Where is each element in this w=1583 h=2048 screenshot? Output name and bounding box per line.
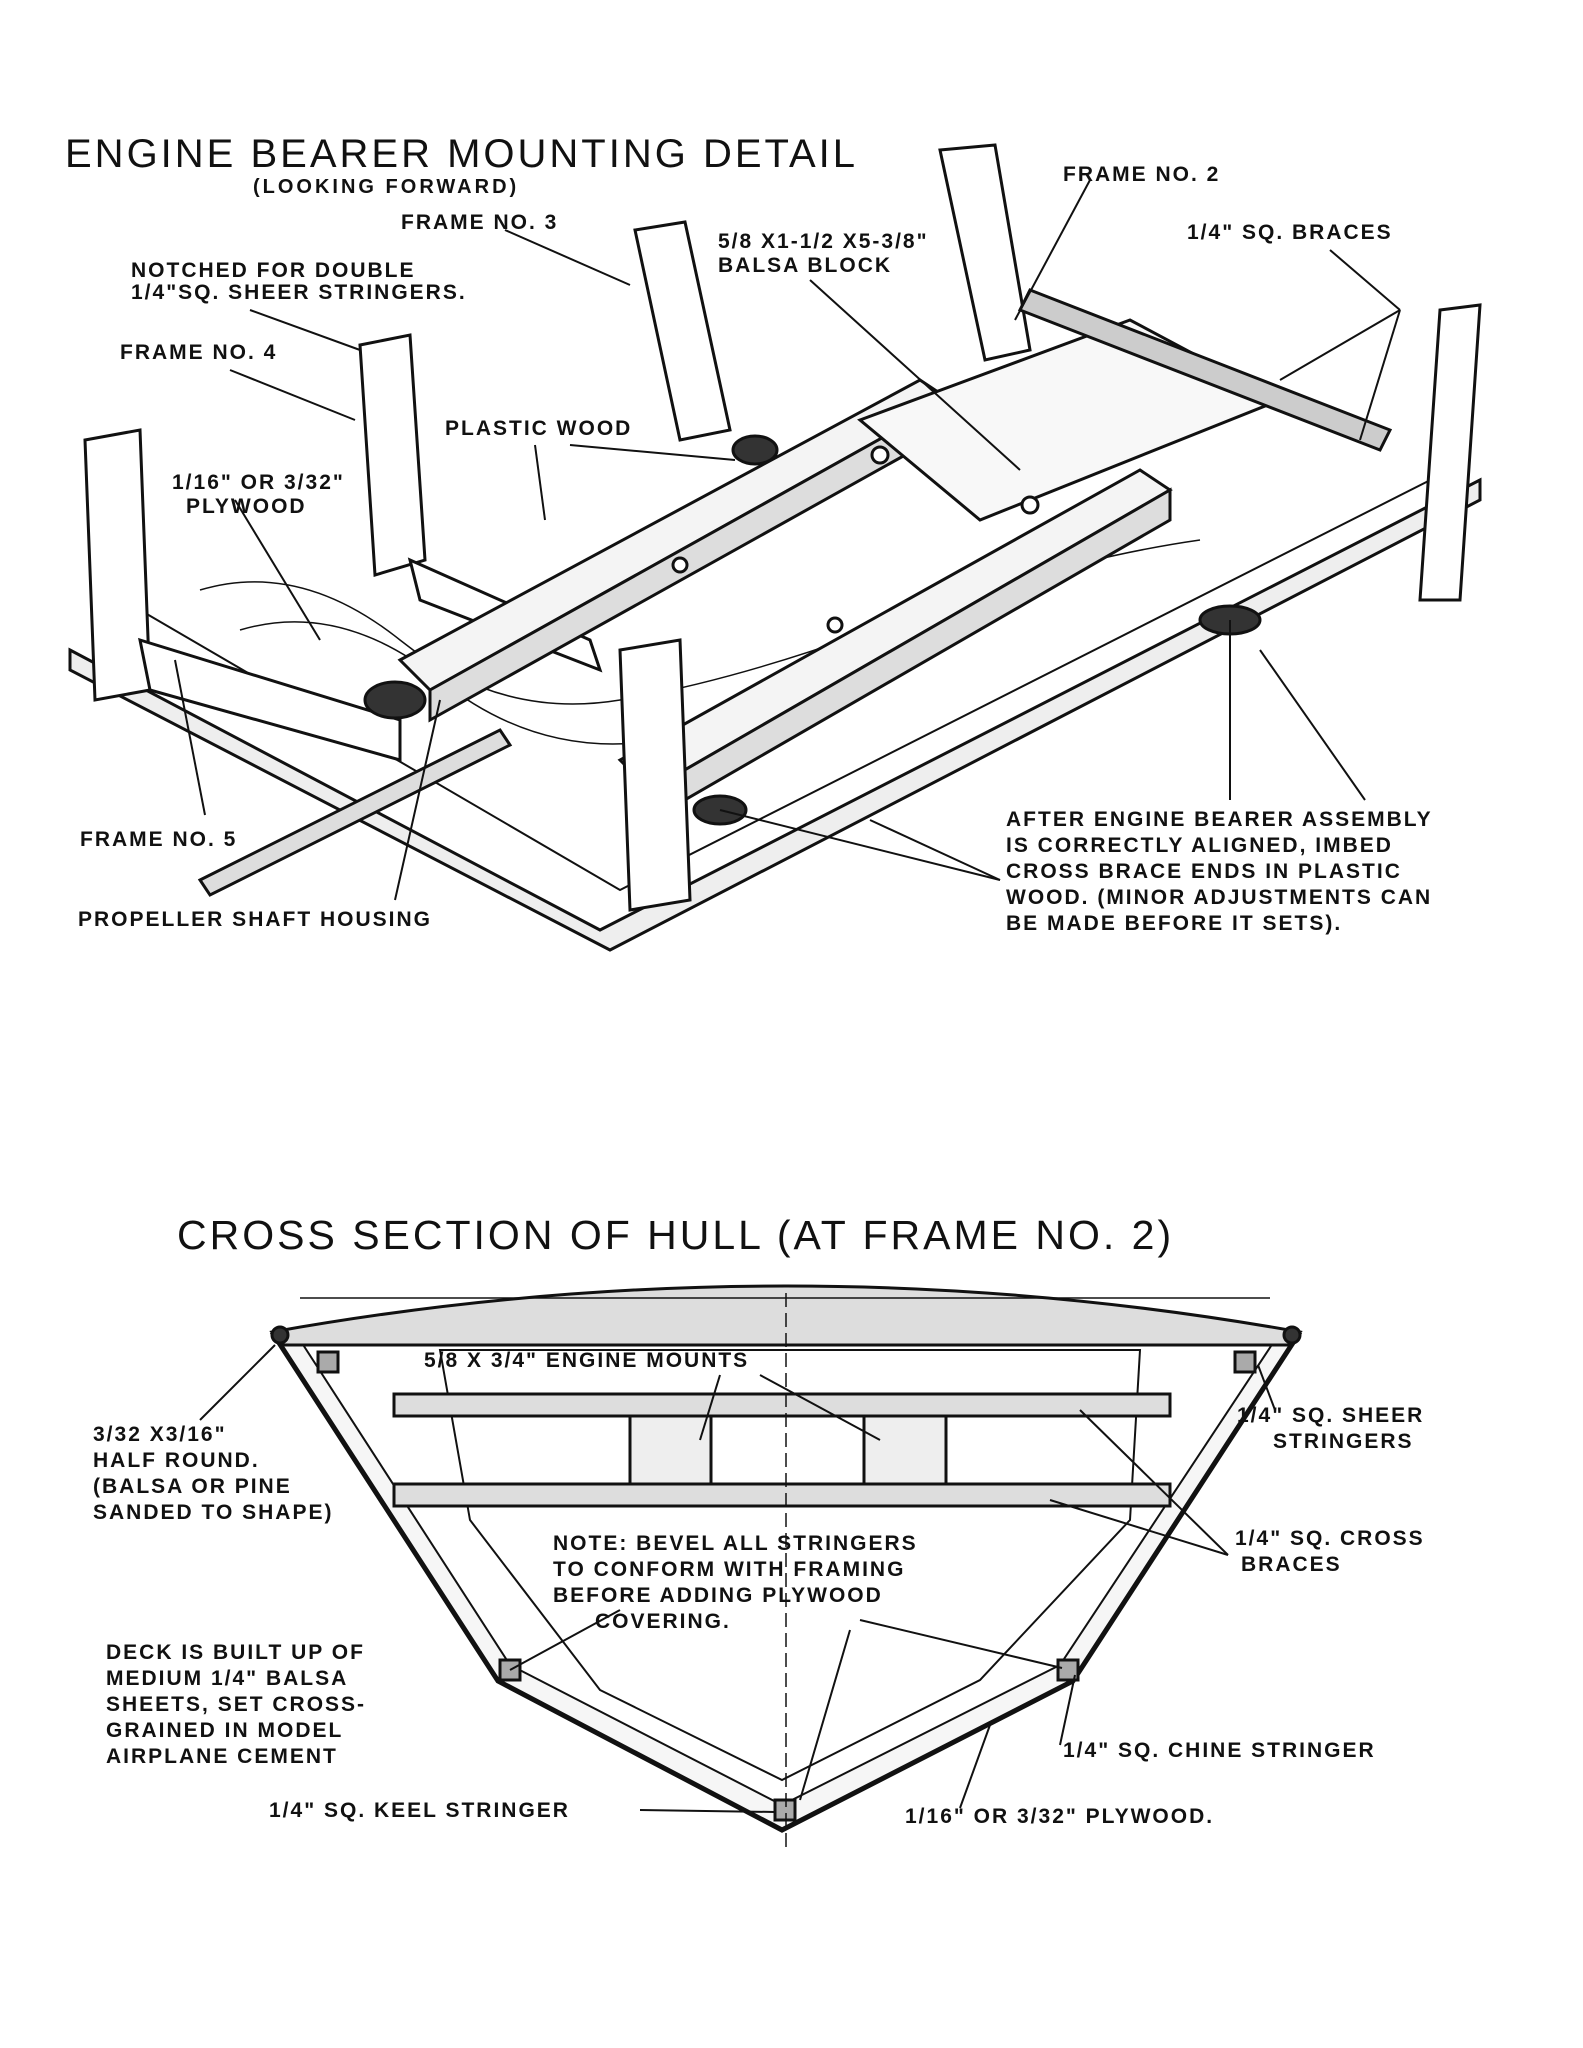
bevel-note-line: COVERING. bbox=[595, 1610, 731, 1633]
half-round-line: 3/32 X3/16" bbox=[93, 1423, 227, 1446]
deck-note-line: DECK IS BUILT UP OF bbox=[106, 1641, 365, 1664]
cross-line: 1/4" SQ. CROSS bbox=[1235, 1527, 1425, 1550]
frame-no-3-shape bbox=[633, 220, 732, 442]
half-round-line: (BALSA OR PINE bbox=[93, 1475, 292, 1498]
top-note: AFTER ENGINE BEARER ASSEMBLY IS CORRECTL… bbox=[1006, 807, 1433, 937]
sheer-stringer-left bbox=[316, 1350, 340, 1374]
cross-brace-upper bbox=[392, 1392, 1172, 1418]
half-round-right bbox=[1282, 1325, 1302, 1345]
chine-stringer-left bbox=[498, 1658, 522, 1682]
label-chine-stringer: 1/4" SQ. CHINE STRINGER bbox=[1063, 1739, 1376, 1762]
engine-bearer-drawing bbox=[68, 143, 1482, 952]
sheer-stringer-right bbox=[1233, 1350, 1257, 1374]
label-frame-no-3: FRAME NO. 3 bbox=[401, 211, 559, 234]
label-notched-2: 1/4"SQ. SHEER STRINGERS. bbox=[131, 281, 467, 304]
label-plastic-wood: PLASTIC WOOD bbox=[445, 417, 633, 440]
label-notched-1: NOTCHED FOR DOUBLE bbox=[131, 259, 416, 282]
note-line: BE MADE BEFORE IT SETS). bbox=[1006, 912, 1343, 935]
deck bbox=[269, 1284, 1303, 1347]
bevel-note-line: NOTE: BEVEL ALL STRINGERS bbox=[553, 1532, 918, 1555]
bevel-note: NOTE: BEVEL ALL STRINGERS TO CONFORM WIT… bbox=[553, 1531, 918, 1635]
note-line: IS CORRECTLY ALIGNED, IMBED bbox=[1006, 834, 1393, 857]
cross-section-title: CROSS SECTION OF HULL (AT FRAME NO. 2) bbox=[177, 1212, 1175, 1258]
note-line: WOOD. (MINOR ADJUSTMENTS CAN bbox=[1006, 886, 1433, 909]
plastic-wood-blobs bbox=[363, 434, 1262, 826]
frame-no-5-shape bbox=[83, 428, 402, 762]
deck-note-line: AIRPLANE CEMENT bbox=[106, 1745, 338, 1768]
label-keel-stringer: 1/4" SQ. KEEL STRINGER bbox=[269, 1799, 570, 1822]
engine-mount-right bbox=[862, 1414, 948, 1486]
half-round-line: HALF ROUND. bbox=[93, 1449, 260, 1472]
label-balsa-1: 5/8 X1-1/2 X5-3/8" bbox=[718, 230, 929, 253]
deck-note: DECK IS BUILT UP OF MEDIUM 1/4" BALSA SH… bbox=[106, 1640, 366, 1770]
propeller-shaft bbox=[197, 728, 513, 897]
leader-lines bbox=[174, 179, 1401, 901]
label-braces: 1/4" SQ. BRACES bbox=[1187, 221, 1393, 244]
label-plywood-bottom: 1/16" OR 3/32" PLYWOOD. bbox=[905, 1805, 1215, 1828]
label-frame-no-2: FRAME NO. 2 bbox=[1063, 163, 1221, 186]
bevel-note-line: BEFORE ADDING PLYWOOD bbox=[553, 1584, 883, 1607]
chine-stringer-right bbox=[1056, 1658, 1080, 1682]
keel-stringer bbox=[773, 1798, 797, 1822]
note-line: AFTER ENGINE BEARER ASSEMBLY bbox=[1006, 808, 1433, 831]
label-balsa-2: BALSA BLOCK bbox=[718, 254, 893, 277]
cross-line: BRACES bbox=[1241, 1553, 1342, 1576]
cross-brace-lower bbox=[392, 1482, 1172, 1508]
half-round-label: 3/32 X3/16" HALF ROUND. (BALSA OR PINE S… bbox=[93, 1422, 333, 1526]
bearers bbox=[397, 288, 1393, 823]
engine-bearer-title: ENGINE BEARER MOUNTING DETAIL bbox=[65, 132, 859, 176]
label-plywood-2: PLYWOOD bbox=[186, 495, 307, 518]
deck-note-line: SHEETS, SET CROSS- bbox=[106, 1693, 367, 1716]
frame-no-5-front bbox=[618, 638, 692, 912]
label-engine-mounts: 5/8 X 3/4" ENGINE MOUNTS bbox=[424, 1349, 750, 1372]
label-plywood-1: 1/16" OR 3/32" bbox=[172, 471, 345, 494]
deck-note-line: GRAINED IN MODEL bbox=[106, 1719, 344, 1742]
label-propeller: PROPELLER SHAFT HOUSING bbox=[78, 908, 433, 931]
half-round-line: SANDED TO SHAPE) bbox=[93, 1501, 334, 1524]
label-frame-no-4: FRAME NO. 4 bbox=[120, 341, 278, 364]
deck-note-line: MEDIUM 1/4" BALSA bbox=[106, 1667, 349, 1690]
sheer-label: 1/4" SQ. SHEER STRINGERS bbox=[1237, 1403, 1424, 1455]
looking-forward-subtitle: (LOOKING FORWARD) bbox=[253, 176, 520, 198]
half-round-left bbox=[270, 1325, 290, 1345]
bevel-note-line: TO CONFORM WITH FRAMING bbox=[553, 1558, 906, 1581]
sheer-line: 1/4" SQ. SHEER bbox=[1237, 1404, 1425, 1427]
label-frame-no-5: FRAME NO. 5 bbox=[80, 828, 238, 851]
note-line: CROSS BRACE ENDS IN PLASTIC bbox=[1006, 860, 1402, 883]
sheer-line: STRINGERS bbox=[1273, 1430, 1414, 1453]
frame-no-2-shape bbox=[938, 143, 1482, 602]
cross-braces-label: 1/4" SQ. CROSS BRACES bbox=[1235, 1526, 1425, 1578]
engine-mount-left bbox=[628, 1414, 713, 1486]
